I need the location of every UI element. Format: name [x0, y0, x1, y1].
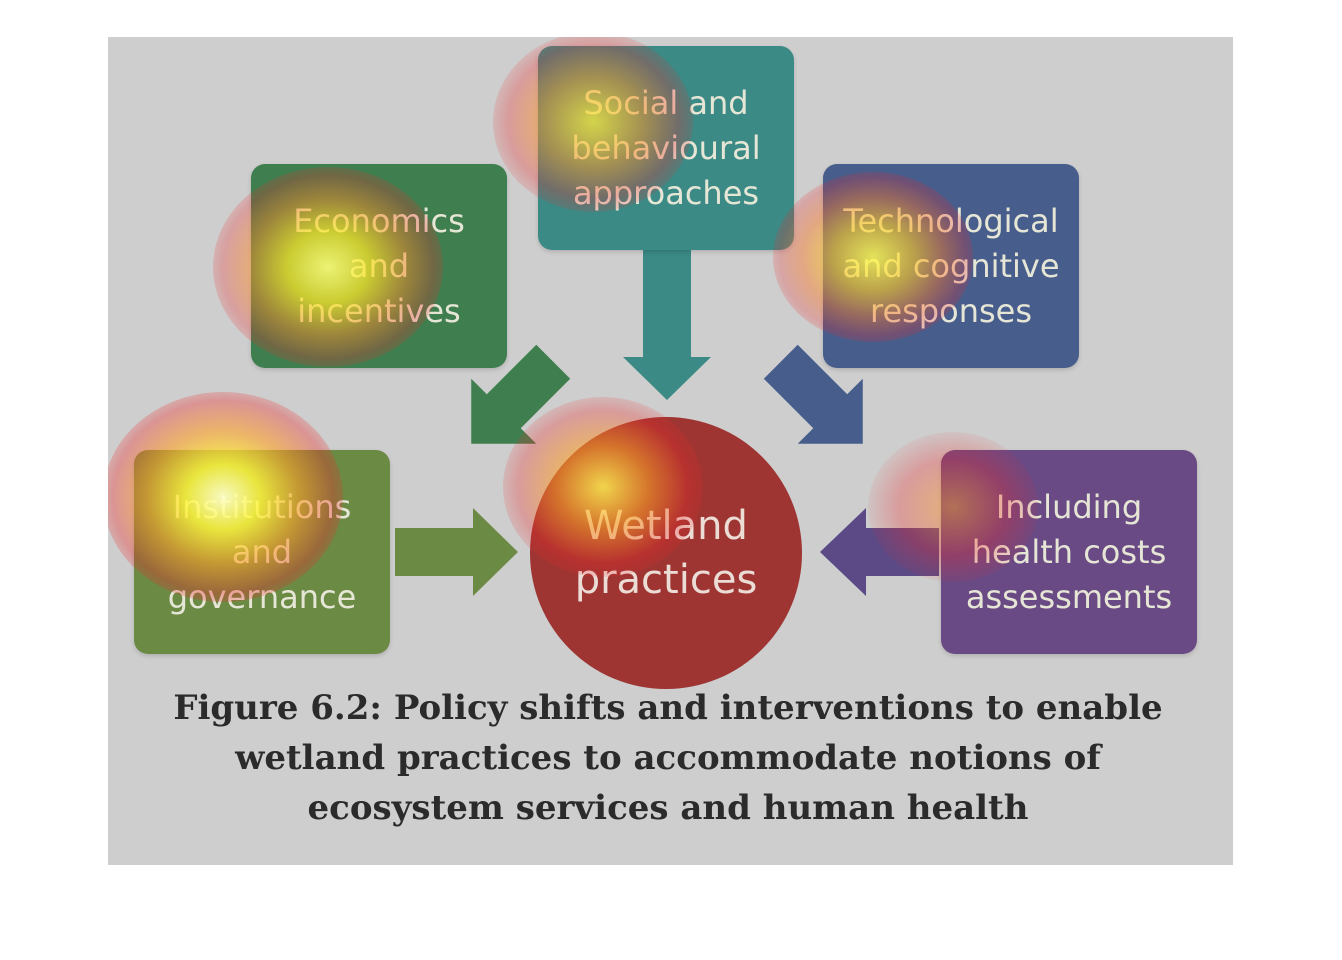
node-social: Social and behavioural approaches: [538, 46, 794, 250]
arrow-health-to-center: [820, 508, 939, 596]
figure-caption: Figure 6.2: Policy shifts and interventi…: [173, 688, 1163, 828]
node-institutions: Institutions and governance: [134, 450, 390, 654]
figure-panel: Social and behavioural approaches Econom…: [108, 37, 1233, 865]
node-wetland-practices: Wetland practices: [530, 417, 802, 689]
node-health: Including health costs assessments: [941, 450, 1197, 654]
arrow-technological-to-center: [763, 344, 863, 444]
node-technological-label: Technological and cognitive responses: [842, 201, 1060, 330]
center-label: Wetland practices: [574, 503, 758, 603]
arrow-social-to-center: [623, 249, 711, 400]
node-economics-label: Economics and incentives: [293, 201, 465, 330]
node-technological: Technological and cognitive responses: [823, 164, 1079, 368]
node-economics: Economics and incentives: [251, 164, 507, 368]
arrow-institutions-to-center: [395, 508, 518, 596]
node-social-label: Social and behavioural approaches: [571, 83, 761, 212]
arrow-economics-to-center: [471, 344, 571, 444]
node-health-label: Including health costs assessments: [965, 487, 1173, 616]
node-institutions-label: Institutions and governance: [167, 487, 357, 616]
